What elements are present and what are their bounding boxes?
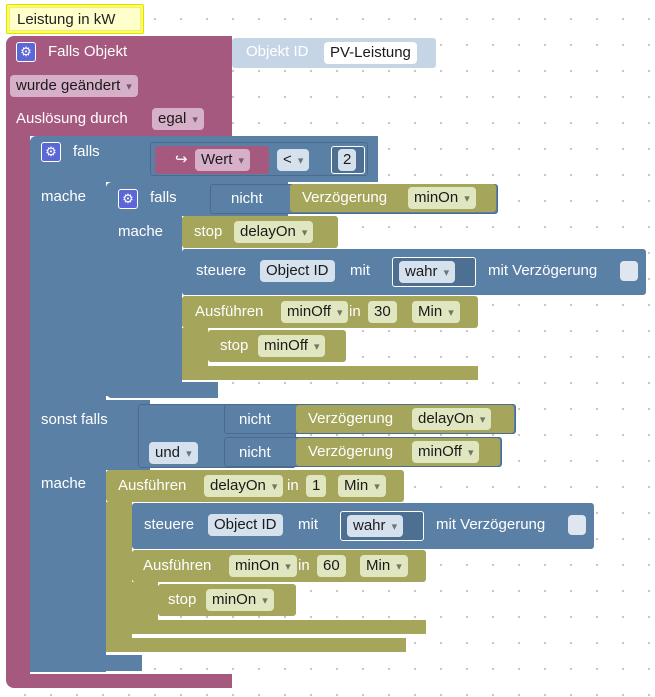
- delay-block[interactable]: Verzögerung minOn: [290, 184, 496, 212]
- cond1-delay-block[interactable]: Verzögerung delayOn: [296, 405, 514, 433]
- trigger-block-footer: [6, 674, 232, 688]
- exec3-amount-field[interactable]: 60: [317, 555, 346, 577]
- exec-block-footer: [182, 366, 478, 380]
- with-delay-label: mit Verzögerung: [488, 262, 598, 279]
- and-dropdown[interactable]: und: [149, 442, 198, 464]
- else-if-label: sonst falls: [41, 411, 108, 428]
- operator-dropdown[interactable]: <: [277, 149, 310, 171]
- if-block-footer: [30, 655, 142, 671]
- inner-stop-label: stop: [220, 337, 249, 354]
- delay-label: Verzögerung: [302, 189, 388, 206]
- exec-amount-field[interactable]: 30: [368, 301, 397, 323]
- stop3-block[interactable]: stop minOn: [158, 584, 296, 616]
- if-settings-icon[interactable]: ⚙: [41, 142, 61, 162]
- exec3-in-label: in: [298, 557, 310, 574]
- change-option-dropdown[interactable]: wurde geändert: [10, 75, 138, 97]
- exec2-in-label: in: [287, 477, 299, 494]
- stop-label: stop: [194, 223, 223, 240]
- inner-do-label: mache: [118, 223, 164, 240]
- exec2-name-dropdown[interactable]: delayOn: [204, 475, 284, 497]
- control-label: steuere: [196, 262, 247, 279]
- comment-text: Leistung in kW: [17, 11, 116, 28]
- cond2-delay-dropdown[interactable]: minOff: [412, 441, 480, 463]
- trigger-title: Falls Objekt: [48, 43, 128, 60]
- stop-dropdown[interactable]: delayOn: [234, 221, 314, 243]
- cond1-delay-dropdown[interactable]: delayOn: [412, 408, 492, 430]
- inner-if-label: falls: [150, 189, 177, 206]
- stop3-dropdown[interactable]: minOn: [206, 589, 274, 611]
- control-with-label: mit: [350, 262, 370, 279]
- trigger-block-spine: [6, 136, 30, 676]
- control2-block[interactable]: steuere Object ID mit wahr mit Verzögeru…: [132, 503, 594, 549]
- cond2-delay-label: Verzögerung: [308, 443, 394, 460]
- control2-with-label: mit: [298, 516, 318, 533]
- exec3-footer: [132, 620, 426, 634]
- bool2-block[interactable]: wahr: [340, 511, 424, 541]
- exec-name-dropdown[interactable]: minOff: [281, 301, 349, 323]
- number-block[interactable]: 2: [331, 146, 365, 174]
- exec2-footer: [106, 638, 406, 652]
- object-id-block[interactable]: Objekt ID PV-Leistung: [232, 38, 436, 68]
- cond2-not-label: nicht: [239, 444, 271, 461]
- control2-label: steuere: [144, 516, 195, 533]
- inner-stop-block[interactable]: stop minOff: [208, 330, 346, 362]
- delay-dropdown[interactable]: minOn: [408, 187, 476, 209]
- exec2-spine: [106, 502, 132, 652]
- bool-dropdown[interactable]: wahr: [399, 261, 456, 283]
- inner-if-settings-icon[interactable]: ⚙: [118, 189, 138, 209]
- inner-stop-dropdown[interactable]: minOff: [258, 335, 326, 357]
- compare-block[interactable]: ↪ Wert < 2: [150, 142, 368, 176]
- trigger-settings-icon[interactable]: ⚙: [16, 42, 36, 62]
- exec3-label: Ausführen: [143, 557, 212, 574]
- number-field[interactable]: 2: [338, 149, 357, 171]
- control-block[interactable]: steuere Object ID mit wahr mit Verzögeru…: [182, 249, 646, 295]
- not-label: nicht: [231, 190, 263, 207]
- exec-label: Ausführen: [195, 303, 264, 320]
- bool2-dropdown[interactable]: wahr: [347, 515, 404, 537]
- bool-block[interactable]: wahr: [392, 257, 476, 287]
- do-label: mache: [41, 188, 87, 205]
- exec-unit-dropdown[interactable]: Min: [412, 301, 460, 323]
- cond2-delay-block[interactable]: Verzögerung minOff: [296, 438, 500, 466]
- object-id-field[interactable]: PV-Leistung: [324, 42, 417, 64]
- inner-if-spine: [106, 216, 182, 396]
- exec-in-label: in: [349, 303, 361, 320]
- stop3-label: stop: [168, 591, 197, 608]
- exec2-amount-field[interactable]: 1: [306, 475, 327, 497]
- cond1-not-label: nicht: [239, 411, 271, 428]
- variable-dropdown[interactable]: Wert: [195, 149, 250, 171]
- exec2-label: Ausführen: [118, 477, 187, 494]
- comment-bubble[interactable]: Leistung in kW: [6, 4, 144, 34]
- with-delay2-checkbox[interactable]: [568, 515, 586, 535]
- control-object-field[interactable]: Object ID: [260, 260, 335, 282]
- exec3-unit-dropdown[interactable]: Min: [360, 555, 408, 577]
- trigger-dropdown[interactable]: egal: [152, 108, 204, 130]
- do2-label: mache: [41, 475, 87, 492]
- with-delay-checkbox[interactable]: [620, 261, 638, 281]
- if-label: falls: [73, 143, 100, 160]
- stop-block[interactable]: stop delayOn: [182, 216, 338, 248]
- variable-block[interactable]: ↪ Wert: [155, 146, 269, 174]
- object-id-label: Objekt ID: [246, 43, 309, 60]
- exec3-name-dropdown[interactable]: minOn: [229, 555, 297, 577]
- return-icon: ↪: [175, 151, 188, 168]
- control2-object-field[interactable]: Object ID: [208, 514, 283, 536]
- inner-if-footer: [106, 382, 218, 398]
- exec2-unit-dropdown[interactable]: Min: [338, 475, 386, 497]
- with-delay2-label: mit Verzögerung: [436, 516, 546, 533]
- trigger-label: Auslösung durch: [16, 110, 128, 127]
- cond1-delay-label: Verzögerung: [308, 410, 394, 427]
- if-block-elseif-row: [30, 400, 150, 470]
